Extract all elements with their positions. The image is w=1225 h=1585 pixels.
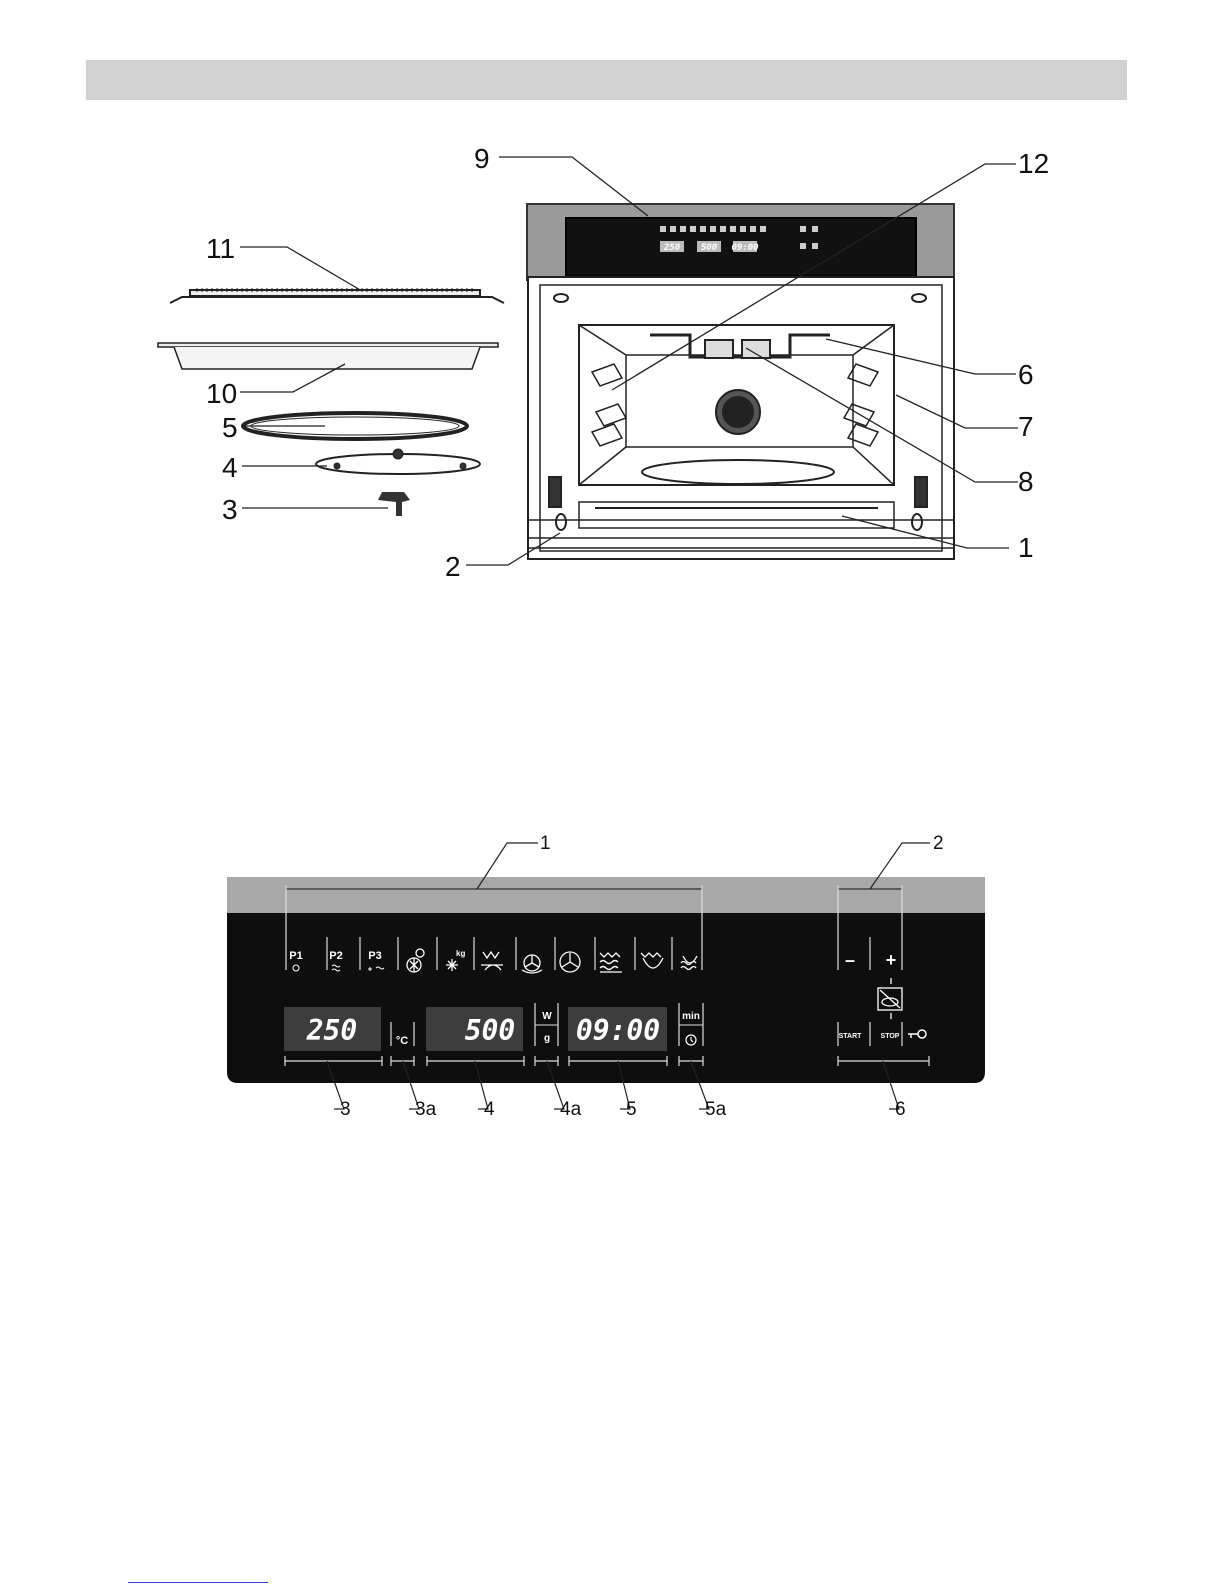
- callout-7: 7: [1018, 411, 1034, 442]
- accessory-baking-tray: [158, 343, 498, 369]
- footer-link-underline[interactable]: [128, 1582, 268, 1583]
- panel-callout-1: 1: [540, 833, 551, 854]
- minute-indicator[interactable]: min: [682, 1011, 700, 1022]
- callout-2: 2: [445, 551, 461, 582]
- watt-indicator[interactable]: W: [542, 1011, 552, 1022]
- callout-8: 8: [1018, 466, 1034, 497]
- mini-weight: 500: [701, 243, 718, 253]
- program-button-p1[interactable]: P1: [289, 950, 302, 962]
- start-button[interactable]: START: [839, 1033, 863, 1040]
- minus-button[interactable]: –: [845, 950, 855, 970]
- displays: 250 500 09:00: [284, 1007, 667, 1051]
- panel-callout-5: 5: [626, 1099, 637, 1120]
- plus-button[interactable]: +: [886, 950, 897, 970]
- weight-power-display: 500: [465, 1014, 516, 1047]
- panel-callout-4: 4: [484, 1099, 495, 1120]
- callout-5: 5: [222, 412, 238, 443]
- callout-1: 1: [1018, 532, 1034, 563]
- accessory-roller-ring: [316, 449, 480, 474]
- callout-12: 12: [1018, 148, 1049, 179]
- callout-9: 9: [474, 143, 490, 174]
- panel-callout-4a: 4a: [560, 1099, 582, 1120]
- accessory-coupler: [378, 492, 410, 516]
- program-button-p3[interactable]: P3: [368, 950, 381, 962]
- panel-callout-3: 3: [340, 1099, 351, 1120]
- stop-button[interactable]: STOP: [881, 1033, 900, 1040]
- time-display: 09:00: [576, 1014, 660, 1047]
- oven-front: [527, 204, 954, 559]
- control-panel: [227, 877, 985, 1083]
- panel-callout-6: 6: [895, 1099, 906, 1120]
- program-button-p2[interactable]: P2: [329, 950, 342, 962]
- mini-temp: 250: [663, 243, 681, 253]
- celsius-button[interactable]: °C: [396, 1035, 408, 1047]
- mini-time: 09:00: [731, 243, 759, 253]
- svg-text:kg: kg: [456, 949, 465, 958]
- callout-6: 6: [1018, 359, 1034, 390]
- temperature-display: 250: [306, 1014, 358, 1047]
- accessory-grill-rack: [170, 290, 504, 303]
- callout-4: 4: [222, 452, 238, 483]
- panel-callout-2: 2: [933, 833, 944, 854]
- callout-10: 10: [206, 378, 237, 409]
- callout-3: 3: [222, 494, 238, 525]
- callout-11: 11: [206, 233, 235, 264]
- gram-indicator[interactable]: g: [544, 1033, 550, 1044]
- panel-callout-5a: 5a: [705, 1099, 727, 1120]
- panel-callout-3a: 3a: [415, 1099, 437, 1120]
